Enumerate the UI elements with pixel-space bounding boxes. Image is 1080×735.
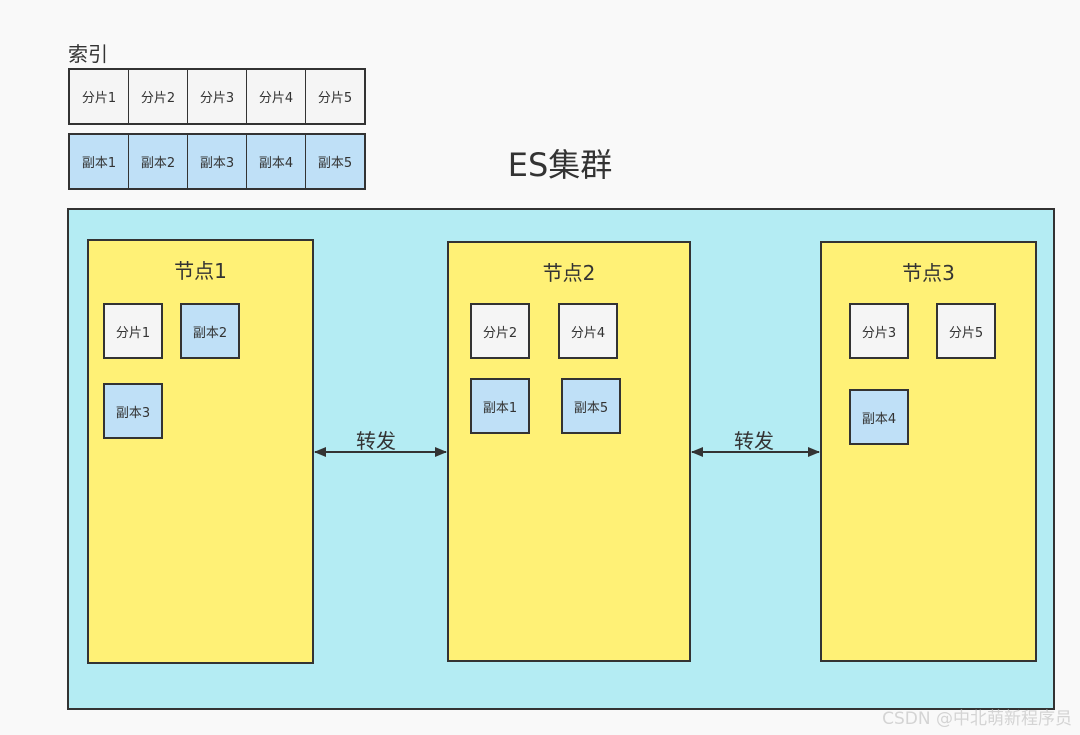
index-replica-1: 副本1 <box>70 135 129 188</box>
node-1-title: 节点1 <box>174 259 227 283</box>
node-3-shard-5: 分片5 <box>936 303 996 359</box>
index-shard-4: 分片4 <box>247 70 306 123</box>
index-shard-3: 分片3 <box>188 70 247 123</box>
index-replica-2: 副本2 <box>129 135 188 188</box>
node-1-replica-3: 副本3 <box>103 383 163 439</box>
index-label: 索引 <box>68 42 108 66</box>
index-replica-4: 副本4 <box>247 135 306 188</box>
cluster-title: ES集群 <box>507 146 613 184</box>
node-1-shard-1: 分片1 <box>103 303 163 359</box>
arrow-label-1: 转发 <box>356 429 396 453</box>
node-3-shard-3: 分片3 <box>849 303 909 359</box>
index-shard-5: 分片5 <box>317 91 353 106</box>
index-shards-row: 分片1 分片2 分片3 分片4 分片5 <box>68 68 366 125</box>
node-3-title: 节点3 <box>902 261 955 285</box>
node-1-replica-2: 副本2 <box>180 303 240 359</box>
index-shard-1: 分片1 <box>70 70 129 123</box>
watermark: CSDN @中北萌新程序员 <box>882 709 1072 729</box>
arrow-label-2: 转发 <box>734 429 774 453</box>
node-2-shard-4: 分片4 <box>558 303 618 359</box>
index-replica-3: 副本3 <box>188 135 247 188</box>
index-shard-2: 分片2 <box>129 70 188 123</box>
node-2-replica-5: 副本5 <box>561 378 621 434</box>
index-replica-5: 副本5 <box>317 156 353 171</box>
node-2-replica-1: 副本1 <box>470 378 530 434</box>
node-3-replica-4: 副本4 <box>849 389 909 445</box>
node-2-shard-2: 分片2 <box>470 303 530 359</box>
index-replicas-row: 副本1 副本2 副本3 副本4 副本5 <box>68 133 366 190</box>
node-2-title: 节点2 <box>542 261 596 285</box>
